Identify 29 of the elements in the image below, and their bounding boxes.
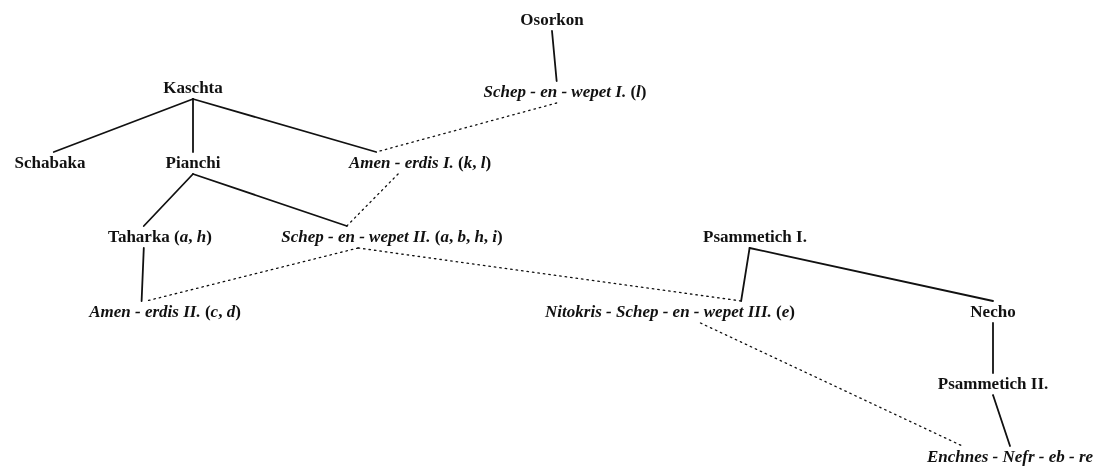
family-line (992, 322, 994, 374)
person-name: Amen - erdis I. (k, l) (346, 153, 494, 173)
person-name: Schabaka (12, 153, 88, 173)
person-name: Nitokris - Schep - en - wepet III. (e) (543, 302, 797, 322)
family-line (52, 98, 194, 153)
person-name: Osorkon (518, 10, 586, 30)
dotted-line (357, 247, 742, 302)
family-line (142, 173, 194, 227)
person-name: Taharka (a, h) (106, 227, 214, 247)
person-name: Enchnes - Nefr - eb - re (924, 447, 1095, 467)
family-line (192, 98, 378, 153)
family-line (192, 173, 348, 227)
person-name: Pianchi (163, 153, 223, 173)
family-line (192, 98, 194, 153)
person-name: Necho (968, 302, 1018, 322)
family-line (740, 247, 751, 302)
person-name: Psammetich I. (701, 227, 809, 247)
dotted-line (145, 247, 359, 302)
person-name: Psammetich II. (935, 374, 1051, 394)
family-line (748, 247, 994, 302)
family-line (140, 247, 145, 302)
dotted-line (699, 322, 964, 447)
family-line (551, 30, 558, 82)
person-name: Amen - erdis II. (c, d) (87, 302, 243, 322)
family-line (992, 394, 1011, 447)
person-name: Kaschta (161, 78, 225, 98)
person-name: Schep - en - wepet II. (a, b, h, i) (279, 227, 505, 247)
person-name: Schep - en - wepet I. (l) (481, 82, 649, 102)
dotted-line (346, 173, 399, 227)
